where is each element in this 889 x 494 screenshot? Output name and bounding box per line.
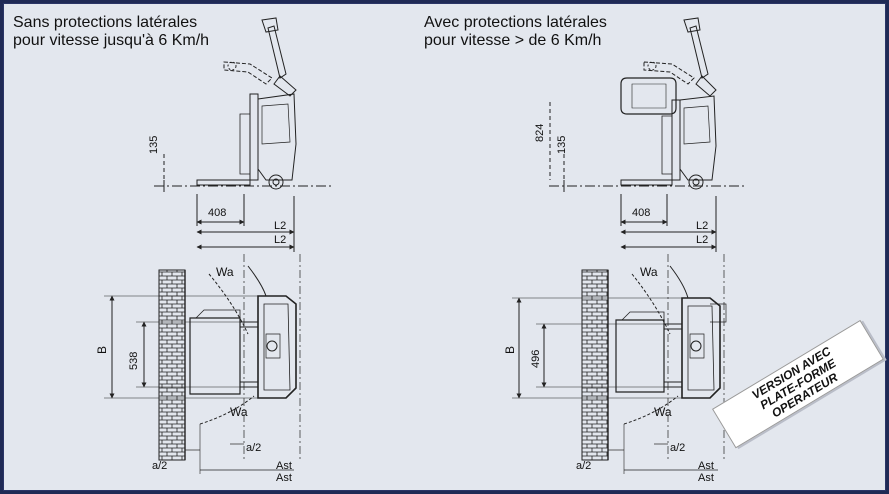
dim-wa-top: Wa: [216, 265, 234, 279]
right-side-view: [549, 17, 744, 252]
dim-b: B: [95, 345, 109, 354]
dim-135-right: 135: [556, 135, 568, 154]
left-top-view: [104, 254, 301, 474]
drawing-panel: Sans protections latérales pour vitesse …: [3, 3, 886, 491]
dim-a2-right: a/2: [246, 442, 262, 454]
left-side-view: [154, 17, 334, 252]
right-title-line1: Avec protections latérales: [424, 14, 607, 31]
dim-wa-bottom: Wa: [230, 405, 248, 419]
dim-135: 135: [148, 135, 160, 154]
dim-a2-left-right: a/2: [576, 460, 592, 472]
dim-496: 496: [530, 349, 542, 368]
dim-a2-left: a/2: [152, 460, 168, 472]
dim-ast-lower: Ast: [276, 472, 292, 484]
dim-538: 538: [128, 351, 140, 370]
left-title-line2: pour vitesse jusqu'à 6 Km/h: [13, 32, 210, 49]
dim-ast-upper: Ast: [276, 460, 292, 472]
dim-wa-bottom-right: Wa: [654, 405, 672, 419]
dim-l2-lower: L2: [274, 234, 287, 246]
dim-l2-lower-right: L2: [696, 234, 709, 246]
dim-a2-right-right: a/2: [670, 442, 686, 454]
dim-ast-upper-right: Ast: [698, 460, 714, 472]
dim-824: 824: [534, 123, 546, 142]
dim-408-right: 408: [632, 207, 651, 219]
left-title-line1: Sans protections latérales: [13, 14, 198, 31]
dim-ast-lower-right: Ast: [698, 472, 714, 484]
dim-408: 408: [208, 207, 227, 219]
dim-l2-upper: L2: [274, 220, 287, 232]
dim-b-right: B: [503, 345, 517, 354]
right-title-line2: pour vitesse > de 6 Km/h: [424, 32, 602, 49]
right-top-view: [512, 254, 727, 474]
dim-l2-upper-right: L2: [696, 220, 709, 232]
dim-wa-top-right: Wa: [640, 265, 658, 279]
technical-drawing: [104, 17, 744, 474]
